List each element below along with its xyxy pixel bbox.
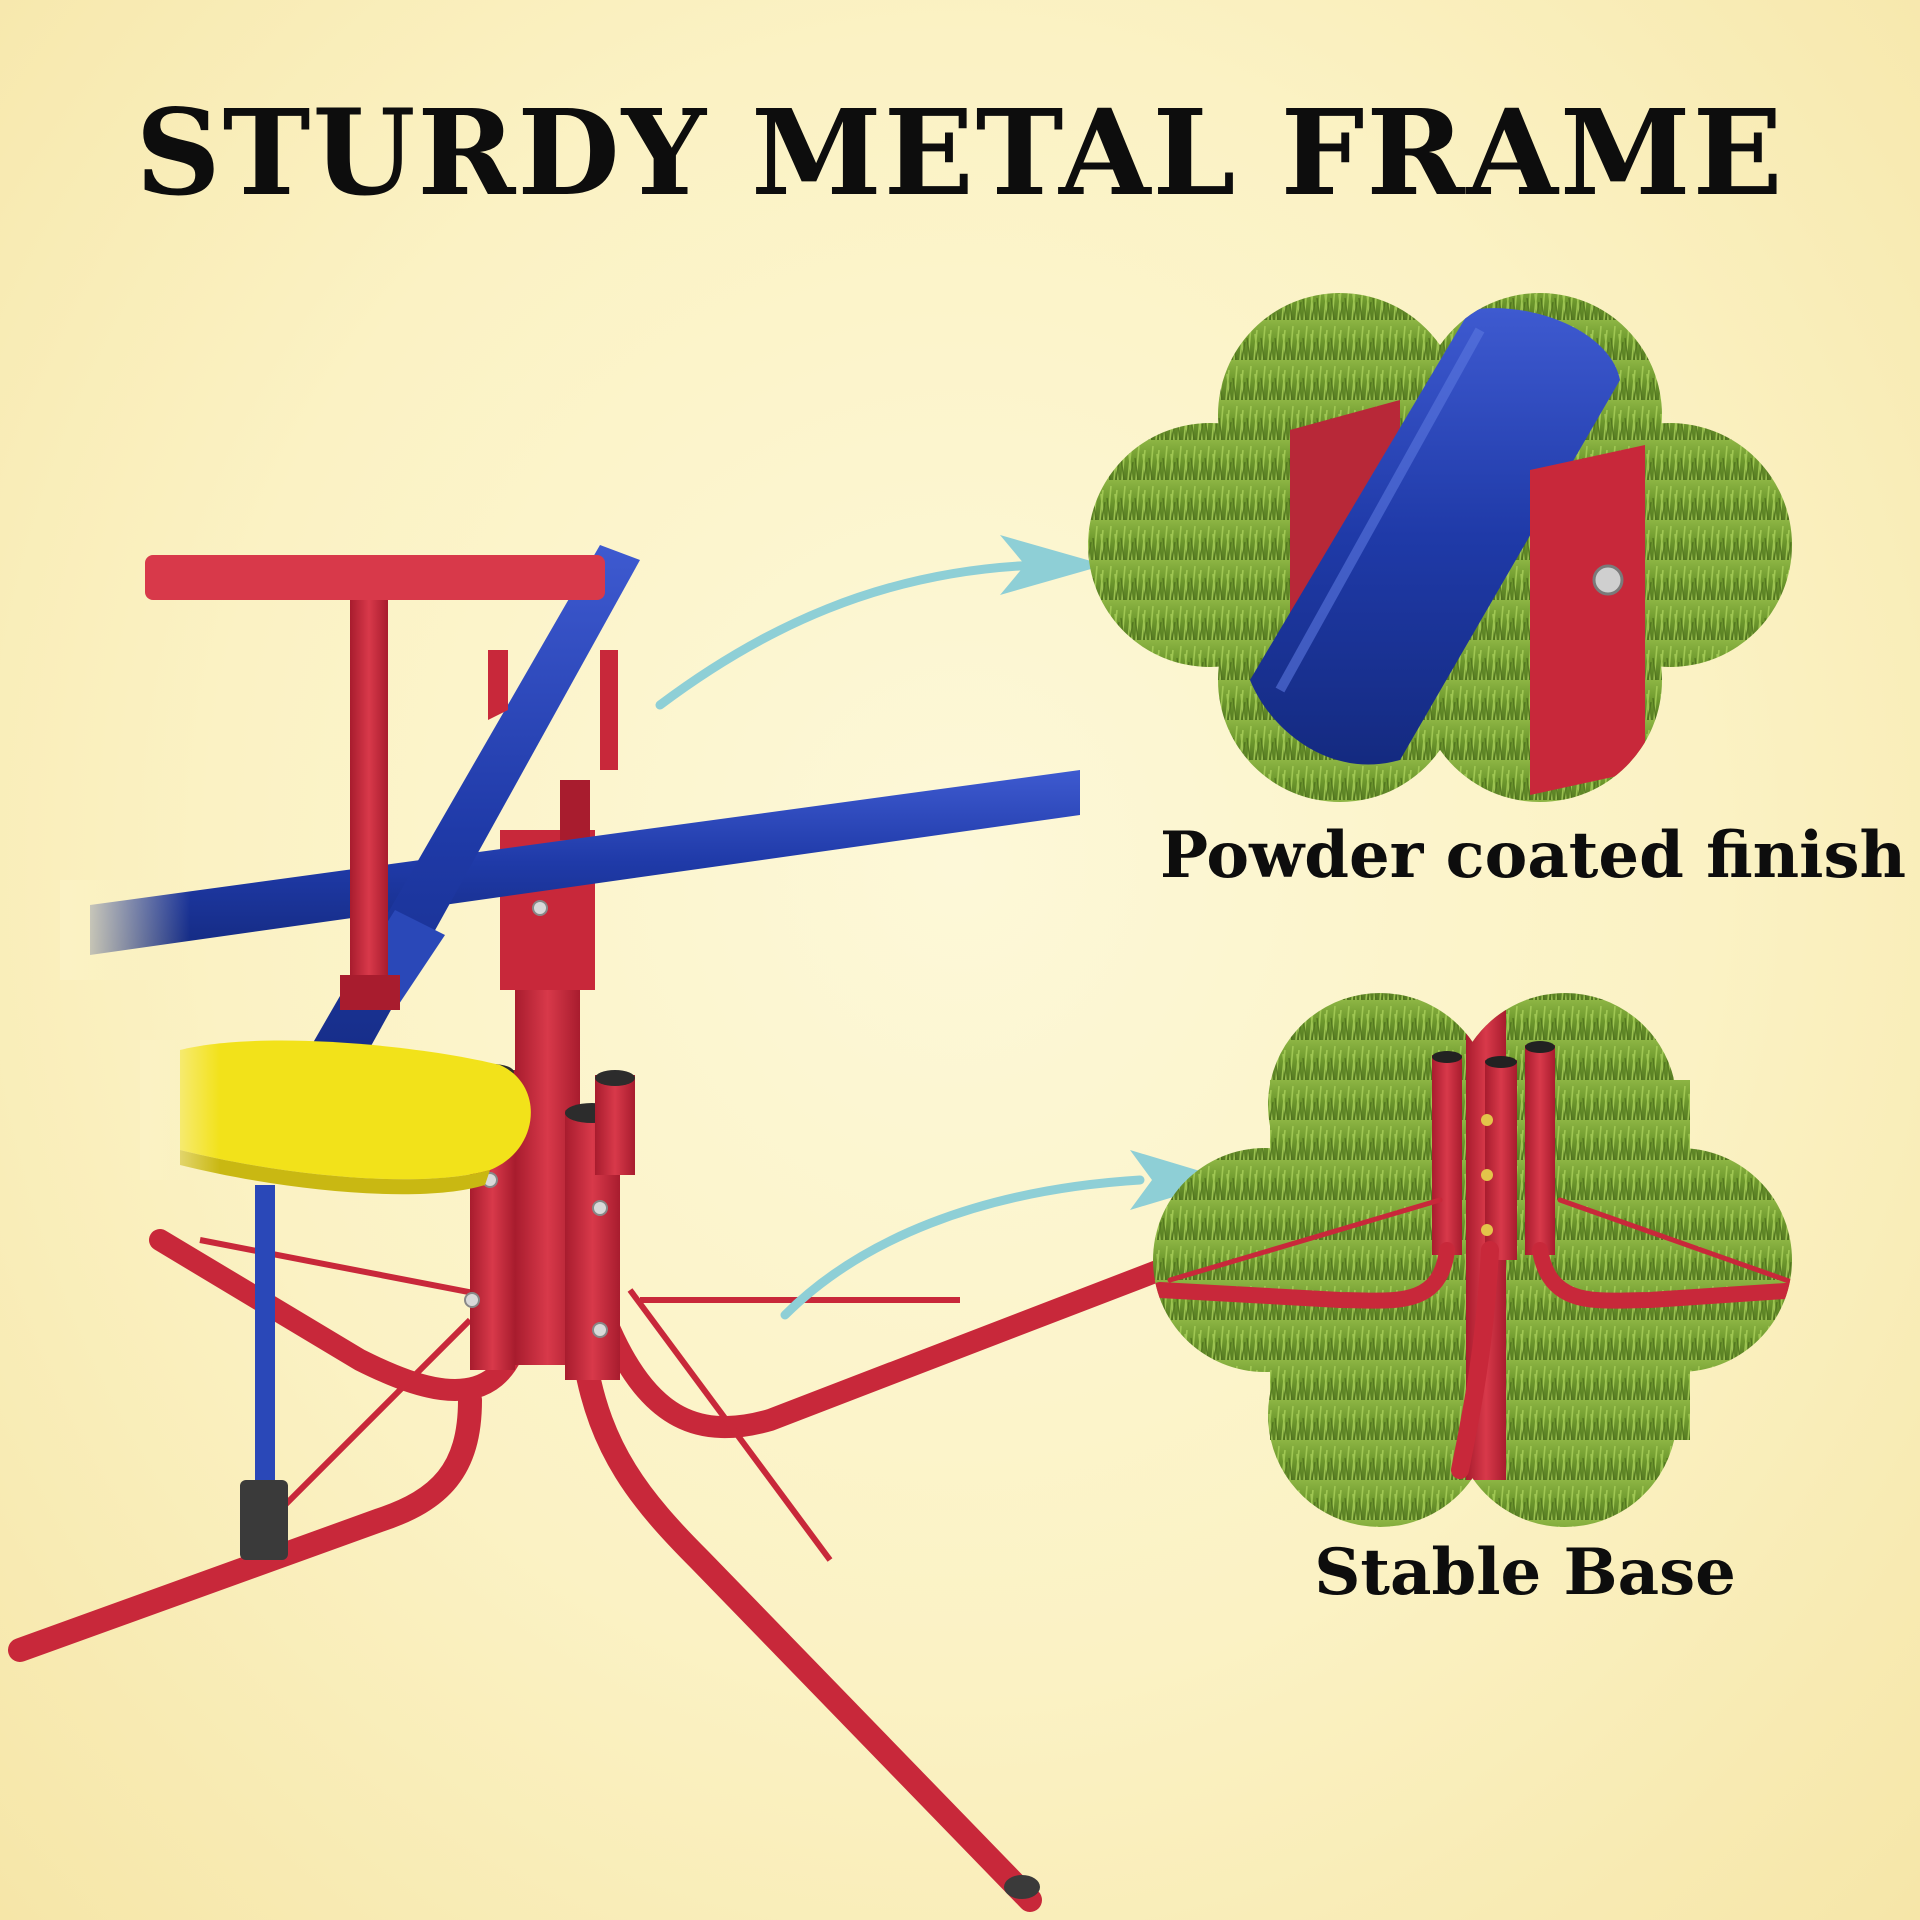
feature-caption-base: Stable Base xyxy=(1314,1535,1736,1610)
headline: STURDY METAL FRAME xyxy=(135,83,1785,222)
arrow-to-base xyxy=(780,1150,1230,1320)
finish-closeup-image xyxy=(1088,293,1792,802)
feature-caption-finish: Powder coated finish xyxy=(1160,818,1907,893)
base-closeup-image xyxy=(1153,993,1792,1527)
seesaw-illustration xyxy=(8,545,1171,1912)
arrow-to-finish xyxy=(655,535,1105,710)
